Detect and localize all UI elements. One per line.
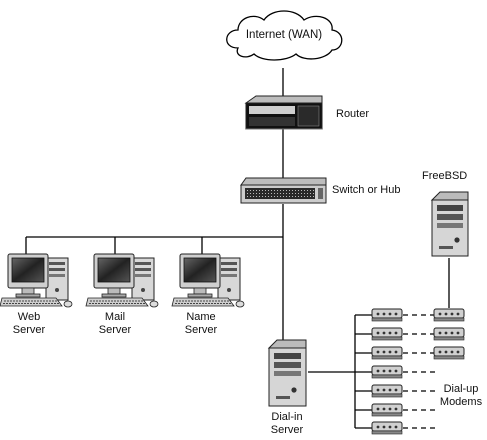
modem-icon [371, 346, 403, 360]
switch-label: Switch or Hub [332, 184, 401, 196]
name-server-label-line2: Server [184, 324, 218, 336]
dialin-server-label-line1: Dial-in [271, 411, 303, 423]
phone-lines [403, 314, 436, 429]
mail-server-label: Mail Server [90, 311, 140, 337]
name-server-label-line1: Name [186, 311, 216, 323]
switch-hub-icon [240, 177, 327, 204]
web-server-workstation-icon [0, 253, 73, 308]
internet-cloud-icon [226, 10, 343, 61]
router-icon [244, 95, 323, 130]
web-server-label: Web Server [4, 311, 54, 337]
modem-bank [371, 308, 465, 435]
dialin-server-tower-icon [267, 339, 307, 407]
dialin-server-label: Dial-in Server [262, 411, 312, 437]
dialup-modems-label-line1: Dial-up [443, 383, 479, 395]
cloud-label: Internet (WAN) [245, 29, 323, 41]
modem-icon [371, 365, 403, 379]
modem-icon [433, 346, 465, 360]
web-server-label-line2: Server [12, 324, 46, 336]
mail-server-workstation-icon [85, 253, 159, 308]
connection-lines [25, 68, 450, 429]
modem-icon [433, 308, 465, 322]
modem-icon [433, 327, 465, 341]
modem-icon [371, 403, 403, 417]
dialup-modems-label-line2: Modems [439, 396, 483, 408]
router-label: Router [336, 108, 370, 120]
mail-server-label-line2: Server [98, 324, 132, 336]
modem-icon [371, 384, 403, 398]
freebsd-tower-icon [430, 191, 469, 257]
modem-icon [371, 421, 403, 435]
name-server-workstation-icon [171, 253, 245, 308]
freebsd-label: FreeBSD [422, 170, 468, 182]
web-server-label-line1: Web [17, 311, 41, 323]
dialup-modems-label: Dial-up Modems [436, 383, 486, 409]
modem-icon [371, 308, 403, 322]
mail-server-label-line1: Mail [104, 311, 126, 323]
name-server-label: Name Server [176, 311, 226, 337]
dialin-server-label-line2: Server [270, 424, 304, 436]
modem-icon [371, 327, 403, 341]
